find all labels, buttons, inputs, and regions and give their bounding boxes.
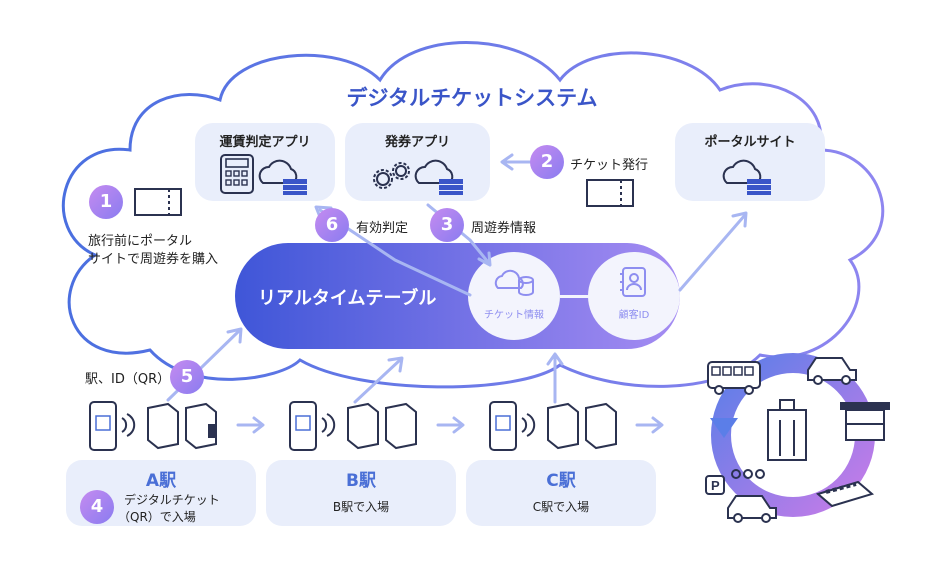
ticket-icon	[586, 179, 634, 207]
ticketing-app-label: 発券アプリ	[384, 135, 450, 150]
station-c-desc: C駅で入場	[532, 500, 590, 514]
ticketing-app-box: 発券アプリ	[345, 123, 490, 201]
gate-a-devices	[89, 401, 217, 451]
cloud-db-icon	[722, 159, 771, 195]
step-1-text-line2: サイトで周遊券を購入	[88, 252, 219, 267]
ticket-info-node	[468, 252, 560, 340]
calculator-cloud-db-icon	[220, 154, 307, 195]
gears-cloud-db-icon	[373, 159, 463, 195]
step-1-badge: 1	[89, 185, 123, 219]
portal-site-label: ポータルサイト	[704, 135, 796, 150]
gate-c-devices	[489, 401, 617, 451]
station-a-name: A駅	[145, 471, 177, 491]
step-6-text: 有効判定	[356, 221, 409, 236]
fare-app-box: 運賃判定アプリ	[195, 123, 335, 201]
step-5-text: 駅、ID（QR）	[85, 372, 171, 387]
station-b-desc: B駅で入場	[332, 500, 390, 514]
gate-b-devices	[289, 401, 417, 451]
station-c: C駅 C駅で入場	[466, 460, 656, 526]
step-5-badge: 5	[170, 360, 204, 394]
svg-text:P: P	[711, 478, 720, 493]
step-2-text: チケット発行	[570, 158, 649, 173]
tourism-ring-illustration: P	[705, 353, 890, 523]
fare-app-label: 運賃判定アプリ	[219, 135, 311, 150]
cloud-db-icon	[494, 269, 534, 296]
connector-line	[560, 295, 590, 298]
step-4-text-line1: デジタルチケット	[124, 493, 220, 507]
step-2-badge: 2	[530, 145, 564, 179]
station-b: B駅 B駅で入場	[266, 460, 456, 526]
step-3-text: 周遊券情報	[471, 221, 537, 236]
contact-book-icon	[620, 267, 646, 297]
ticket-icon	[134, 188, 182, 216]
station-c-name: C駅	[546, 471, 576, 491]
customer-id-label: 顧客ID	[618, 310, 650, 321]
portal-site-box: ポータルサイト	[675, 123, 825, 201]
step-3-badge: 3	[430, 208, 464, 242]
step-4-text-line2: （QR）で入場	[118, 510, 196, 524]
realtime-table-label: リアルタイムテーブル	[258, 288, 437, 309]
ticket-info-label: チケット情報	[484, 310, 544, 321]
system-title: デジタルチケットシステム	[346, 86, 598, 110]
step-6-badge: 6	[315, 208, 349, 242]
step-1-text-line1: 旅行前にポータル	[88, 234, 193, 249]
station-b-name: B駅	[346, 471, 376, 491]
bus-icon	[707, 361, 761, 395]
step-4-badge: 4	[80, 490, 114, 524]
